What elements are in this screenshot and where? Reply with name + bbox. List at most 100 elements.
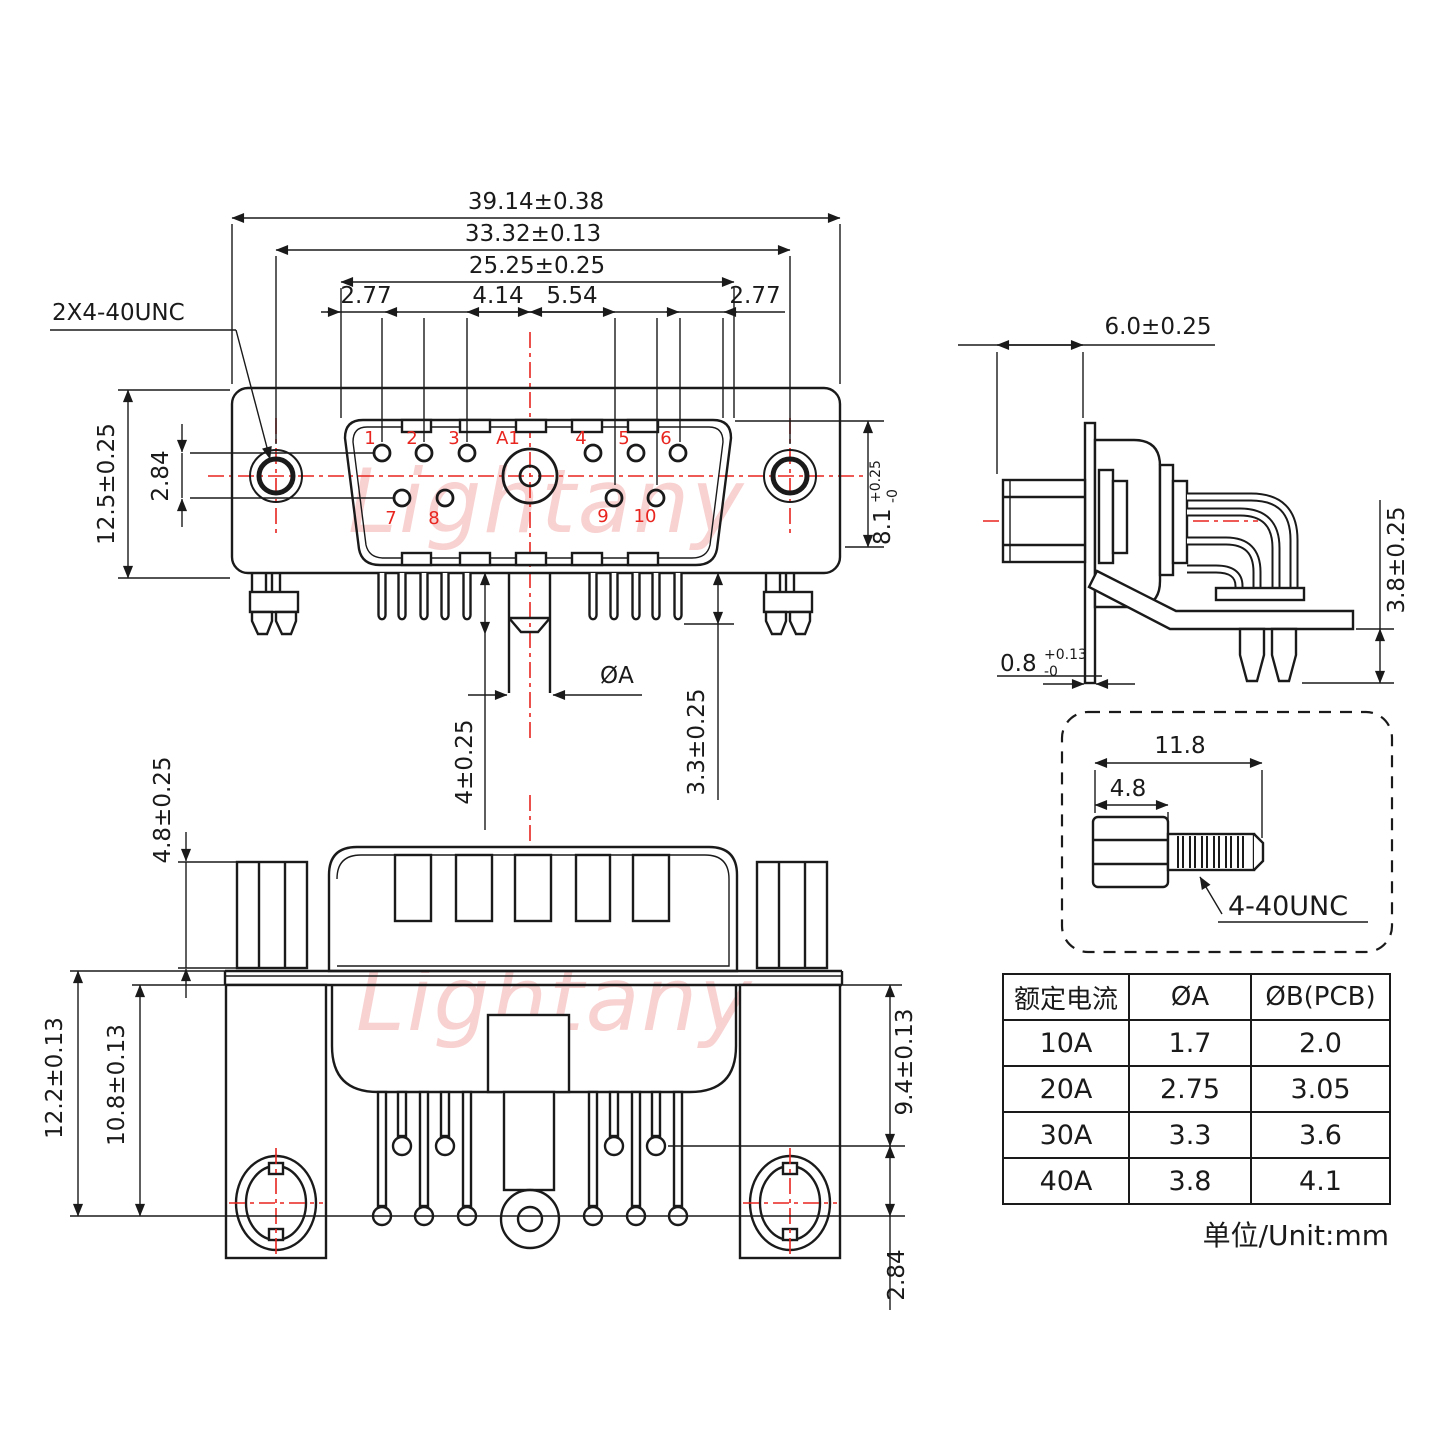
table-row: 20A 2.75 3.05 — [1002, 1065, 1391, 1113]
pin-label-1: 1 — [364, 428, 375, 449]
screw-detail: 11.8 4.8 4-40UNC — [1060, 710, 1394, 954]
pin-label-9: 9 — [597, 506, 608, 527]
pin-feet-row — [1214, 586, 1306, 602]
spec-cell: 2.75 — [1128, 1065, 1252, 1113]
bottom-view-dimensions — [70, 832, 905, 1310]
side-view: 6.0±0.25 3.8±0.25 0.8 +0.13 -0 — [958, 314, 1410, 690]
spec-table: 额定电流 ØA ØB(PCB) 10A 1.7 2.0 20A 2.75 3.0… — [1002, 973, 1391, 1205]
side-step-3 — [1158, 463, 1175, 577]
side-step-1 — [1097, 468, 1115, 565]
front-view: 1 2 3 A1 4 5 6 7 8 9 10 — [50, 189, 901, 830]
thread-spec-label: 2X4-40UNC — [52, 300, 185, 326]
dim-overall-width: 39.14±0.38 — [468, 189, 604, 215]
spec-header-dia-b: ØB(PCB) — [1250, 973, 1391, 1021]
spec-cell: 20A — [1002, 1065, 1130, 1113]
svg-text:+0.25: +0.25 — [868, 460, 884, 503]
board-lock-right — [762, 573, 814, 636]
spec-cell: 3.3 — [1128, 1111, 1252, 1159]
mounting-hole-right — [763, 449, 817, 503]
table-row: 40A 3.8 4.1 — [1002, 1157, 1391, 1205]
dim-mount-height: 10.8±0.13 — [104, 1024, 130, 1146]
dim-upper-row: 9.4±0.13 — [892, 1008, 918, 1115]
side-step-4 — [1171, 479, 1189, 565]
spec-cell: 3.6 — [1250, 1111, 1391, 1159]
dim-body-height: 12.5±0.25 — [94, 423, 120, 545]
spec-table-header-row: 额定电流 ØA ØB(PCB) — [1002, 973, 1391, 1021]
support-bracket — [1087, 569, 1355, 631]
dim-pitch-left: 2.77 — [340, 283, 391, 309]
svg-text:8.1: 8.1 — [870, 508, 896, 545]
dim-depth: 6.0±0.25 — [1104, 314, 1211, 340]
dia-a-label: ØA — [600, 663, 634, 689]
pin-label-3: 3 — [448, 428, 459, 449]
d-shell-outer — [343, 418, 733, 567]
dim-nut-height: 4.8±0.25 — [150, 756, 176, 863]
svg-text:+0.13: +0.13 — [1044, 647, 1087, 663]
dim-row-offset: 2.84 — [148, 450, 174, 501]
dim-screw-total-length: 11.8 — [1154, 733, 1205, 759]
board-lock-left — [248, 573, 300, 636]
dim-screw-head-length: 4.8 — [1110, 776, 1147, 802]
jackscrew — [1091, 815, 1265, 889]
pin-labels: 1 2 3 A1 4 5 6 7 8 9 10 — [364, 428, 671, 529]
bottom-shell-inner — [336, 854, 730, 967]
table-row: 10A 1.7 2.0 — [1002, 1019, 1391, 1067]
pin-label-a1: A1 — [496, 428, 520, 449]
pin-label-7: 7 — [385, 508, 396, 529]
pin-label-4: 4 — [575, 428, 586, 449]
spec-header-current: 额定电流 — [1002, 973, 1130, 1021]
spec-cell: 30A — [1002, 1111, 1130, 1159]
dim-pin-standoff: 3.8±0.25 — [1384, 506, 1410, 613]
side-step-2 — [1111, 479, 1129, 555]
svg-text:-0: -0 — [1044, 664, 1058, 680]
bottom-lower-body — [330, 985, 738, 1192]
spec-cell: 3.05 — [1250, 1065, 1391, 1113]
bottom-nut-left — [235, 860, 309, 970]
watermark-top: Lightany — [348, 450, 745, 553]
dim-flange-thickness: 0.8 +0.13 -0 — [1000, 647, 1087, 680]
svg-text:-0: -0 — [885, 489, 901, 503]
front-view-dimensions — [50, 212, 884, 830]
dim-total-height: 12.2±0.13 — [42, 1017, 68, 1139]
spec-cell: 40A — [1002, 1157, 1130, 1205]
d-shell-inner — [352, 426, 724, 559]
side-view-dimensions — [958, 339, 1394, 690]
dim-pin-len: 3.3±0.25 — [684, 688, 710, 795]
bottom-shell-slots — [393, 853, 671, 923]
unit-note: 单位/Unit:mm — [1202, 1219, 1389, 1252]
spec-cell: 2.0 — [1250, 1019, 1391, 1067]
coax-pin-support — [507, 573, 552, 693]
dim-pitch-a1-right: 5.54 — [546, 283, 597, 309]
shell-tabs — [400, 418, 660, 567]
pin-label-10: 10 — [634, 506, 657, 527]
dim-shell-height: 8.1 +0.25 -0 — [868, 460, 901, 545]
mounting-hole-left — [249, 449, 303, 503]
dim-center-pin-len: 4±0.25 — [452, 719, 478, 804]
pin-label-2: 2 — [406, 428, 417, 449]
dim-bottom-row-offset: 2.84 — [884, 1249, 910, 1300]
spec-cell: 4.1 — [1250, 1157, 1391, 1205]
pin-label-8: 8 — [428, 508, 439, 529]
pin-label-5: 5 — [618, 428, 629, 449]
side-hex-nut — [1001, 478, 1087, 564]
signal-contacts — [372, 443, 688, 508]
spec-cell: 3.8 — [1128, 1157, 1252, 1205]
dim-pitch-a1-left: 4.14 — [472, 283, 523, 309]
spec-cell: 1.7 — [1128, 1019, 1252, 1067]
side-board-locks — [1238, 627, 1298, 683]
connector-flange-body — [230, 386, 842, 575]
spec-header-dia-a: ØA — [1128, 973, 1252, 1021]
bottom-nut-right — [755, 860, 829, 970]
screw-thread-label: 4-40UNC — [1228, 891, 1348, 922]
pin-label-6: 6 — [660, 428, 671, 449]
svg-text:0.8: 0.8 — [1000, 651, 1037, 677]
dim-mount-span: 33.32±0.13 — [465, 221, 601, 247]
spec-cell: 10A — [1002, 1019, 1130, 1067]
side-flange — [1083, 421, 1097, 685]
bottom-pins — [371, 1090, 689, 1250]
dim-pitch-right: 2.77 — [729, 283, 780, 309]
bottom-view: 4.8±0.25 12.2±0.13 10.8±0.13 9.4±0.13 2.… — [42, 756, 918, 1310]
mounting-post-left — [224, 983, 328, 1260]
right-angle-pins — [1187, 492, 1299, 590]
